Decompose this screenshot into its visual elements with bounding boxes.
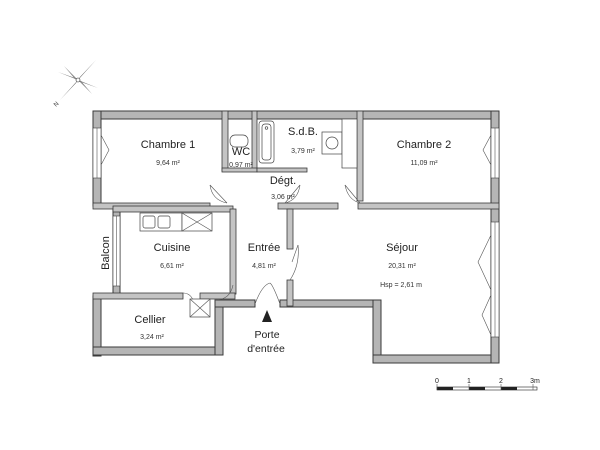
room-name-degt: Dégt. xyxy=(270,175,296,187)
room-name-cellier: Cellier xyxy=(134,314,166,326)
entrance-arrow-icon xyxy=(262,310,272,322)
room-area-cuisine: 6,61 m² xyxy=(160,263,184,270)
scale-tick-2: 2 xyxy=(499,378,503,385)
doors xyxy=(182,184,361,305)
room-area-entree: 4,81 m² xyxy=(252,263,276,270)
room-name-sejour: Séjour xyxy=(386,242,418,254)
bathroom-fixtures xyxy=(229,118,358,169)
room-area-chambre1: 9,64 m² xyxy=(156,160,180,167)
room-name-cuisine: Cuisine xyxy=(154,242,191,254)
room-area-cellier: 3,24 m² xyxy=(140,334,164,341)
window-swings xyxy=(100,134,492,336)
interior-walls xyxy=(92,110,500,307)
compass-north-label: N xyxy=(53,101,60,108)
room-height-sejour: Hsp = 2,61 m xyxy=(380,282,422,289)
scale-tick-3: 3m xyxy=(530,378,540,385)
kitchen-fixtures xyxy=(139,212,213,318)
room-name-sdb: S.d.B. xyxy=(288,126,318,138)
entrance-label-line2: d'entrée xyxy=(247,343,285,355)
room-area-wc: 0,97 m² xyxy=(229,162,253,169)
windows xyxy=(92,127,500,338)
room-area-sejour: 20,31 m² xyxy=(388,263,416,270)
room-name-chambre1: Chambre 1 xyxy=(141,139,195,151)
scale-tick-0: 0 xyxy=(435,378,439,385)
entrance-label-line1: Porte xyxy=(254,329,279,341)
room-area-sdb: 3,79 m² xyxy=(291,148,315,155)
room-name-balcon: Balcon xyxy=(100,236,112,270)
room-name-chambre2: Chambre 2 xyxy=(397,139,451,151)
scale-bar: 0 1 2 3m xyxy=(435,378,540,391)
compass-icon: N xyxy=(53,60,98,108)
room-name-entree: Entrée xyxy=(248,242,280,254)
room-name-wc: WC xyxy=(232,146,250,158)
room-area-chambre2: 11,09 m² xyxy=(410,160,438,167)
scale-tick-1: 1 xyxy=(467,378,471,385)
room-area-degt: 3,06 m² xyxy=(271,194,295,201)
